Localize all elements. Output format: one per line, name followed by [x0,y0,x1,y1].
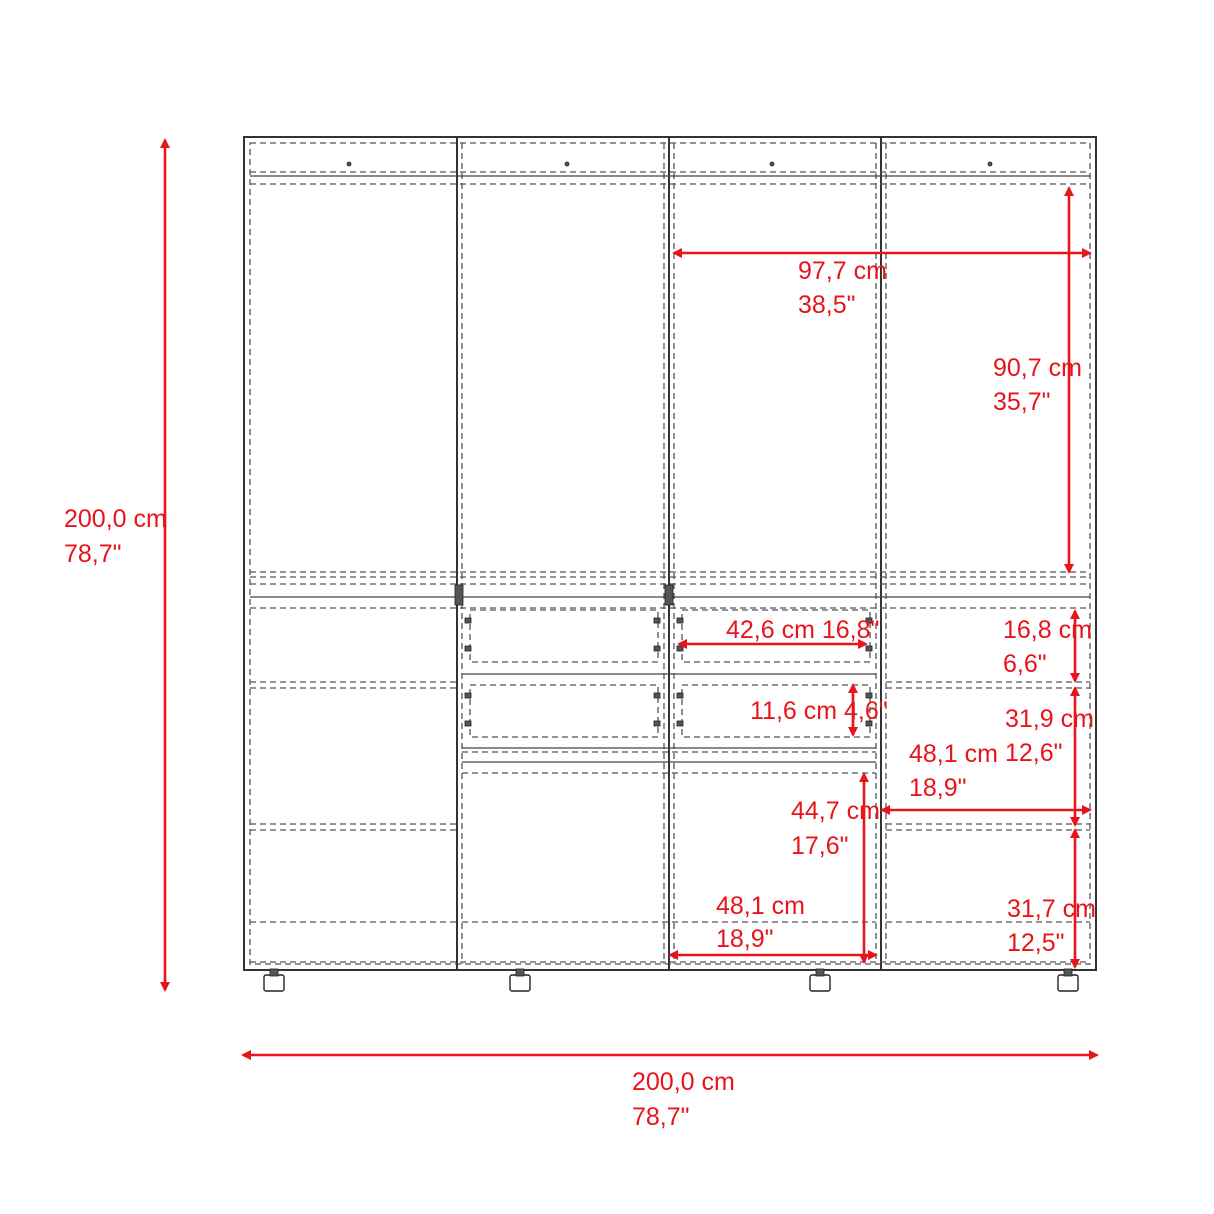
hanging-height-cm: 90,7 cm [993,354,1082,382]
dimension-lines [160,138,1099,1060]
hanging-height-in: 35,7" [993,388,1051,416]
dimension-labels: 200,0 cm 78,7" 200,0 cm 78,7" 97,7 cm 38… [64,257,1096,1131]
center-lower-height-cm: 44,7 cm [791,797,880,825]
drawer-height-label: 11,6 cm 4,6" [750,697,888,725]
adjustable-feet [263,968,1079,992]
overall-height-in: 78,7" [64,540,122,568]
wardrobe-body [243,136,1097,971]
center-lower-width-in: 18,9" [716,925,774,953]
overall-width-cm: 200,0 cm [632,1068,735,1096]
hanging-width-cm: 97,7 cm [798,257,887,285]
right-shelf-width-cm: 48,1 cm [909,740,998,768]
right-mid-shelf-in: 12,6" [1005,739,1063,767]
right-bottom-shelf-cm: 31,7 cm [1007,895,1096,923]
right-top-shelf-in: 6,6" [1003,650,1047,678]
center-lower-width-cm: 48,1 cm [716,892,805,920]
overall-width-in: 78,7" [632,1103,690,1131]
hanging-width-in: 38,5" [798,291,856,319]
center-lower-height-in: 17,6" [791,832,849,860]
overall-height-cm: 200,0 cm [64,505,167,533]
right-bottom-shelf-in: 12,5" [1007,929,1065,957]
right-top-shelf-cm: 16,8 cm [1003,616,1092,644]
drawer-width-label: 42,6 cm 16,8" [726,616,879,644]
right-shelf-width-in: 18,9" [909,774,967,802]
right-mid-shelf-cm: 31,9 cm [1005,705,1094,733]
